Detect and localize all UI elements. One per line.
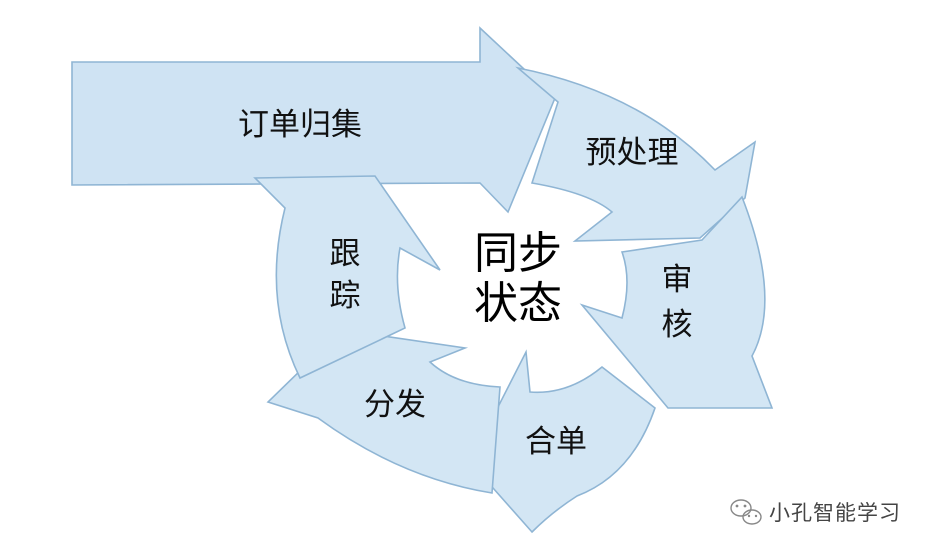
step-label-review-2: 核: [662, 307, 693, 343]
arrow-shape-order-collection: [71, 26, 556, 214]
step-arrow-order-collection: 订单归集: [71, 26, 556, 214]
step-arrow-tracking: 跟 踪: [253, 175, 441, 380]
step-arrow-preprocess: 预处理: [515, 66, 757, 242]
center-label-line1: 同步: [474, 228, 562, 279]
arrow-shape-merge: [469, 349, 656, 534]
step-label-dispatch: 分发: [364, 387, 426, 423]
step-arrow-merge: 合单: [469, 349, 656, 534]
watermark-text: 小孔智能学习: [769, 501, 901, 525]
arrow-shape-review: [579, 195, 774, 409]
step-label-tracking-1: 跟: [330, 236, 361, 272]
step-arrow-dispatch: 分发: [266, 329, 501, 494]
step-label-tracking-2: 踪: [330, 278, 361, 314]
center-label-line2: 状态: [474, 278, 562, 329]
arrow-shape-tracking: [253, 175, 441, 380]
step-label-preprocess: 预处理: [586, 135, 679, 171]
step-label-order-collection: 订单归集: [238, 107, 362, 143]
step-label-review-1: 审: [662, 262, 693, 298]
step-arrow-review: 审 核: [579, 195, 774, 409]
wechat-icon: [730, 499, 762, 525]
arrow-shape-dispatch: [266, 329, 501, 494]
arrow-shape-preprocess: [515, 66, 757, 242]
step-label-merge: 合单: [525, 424, 587, 460]
center-status: 同步 状态: [474, 228, 562, 329]
watermark: 小孔智能学习: [730, 499, 901, 525]
